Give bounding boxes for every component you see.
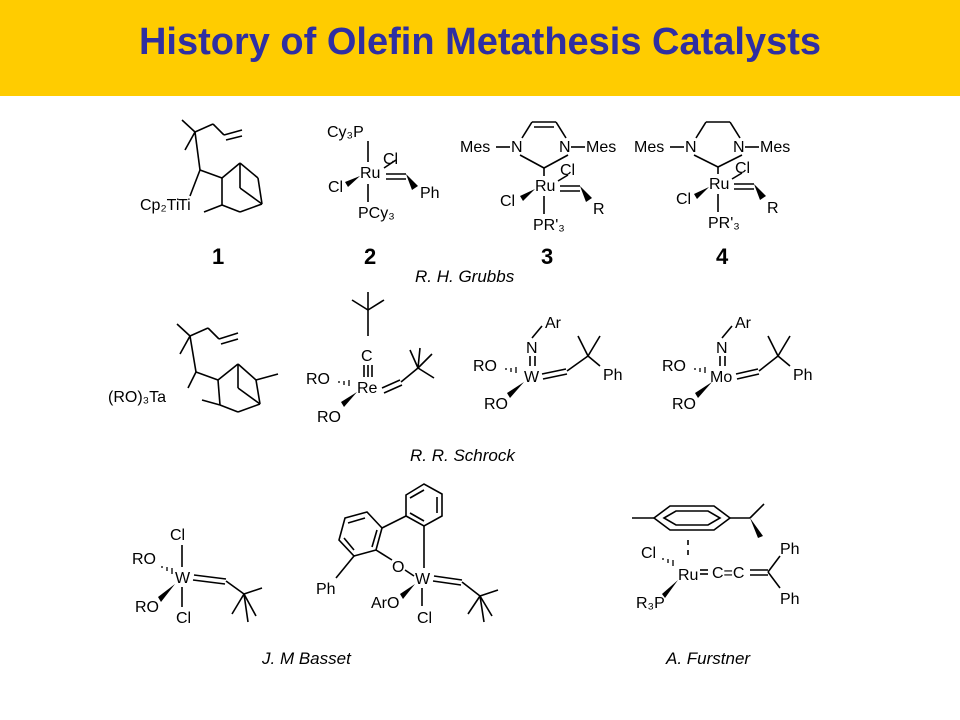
tungsten-label: W <box>415 571 431 588</box>
tungsten-label: W <box>524 369 540 386</box>
chloride-label: Cl <box>328 179 343 196</box>
chloride-label: Cl <box>735 160 750 177</box>
r-group-label: R <box>593 201 605 218</box>
cy3p-label: Cy₃P <box>327 124 364 141</box>
chloride-label: Cl <box>641 545 656 562</box>
cumulene-label: C=C <box>712 565 744 582</box>
ruthenium-label: Ru <box>535 178 555 195</box>
alkoxide-label: RO <box>662 358 686 375</box>
ruthenium-label: Ru <box>360 165 380 182</box>
chloride-label: Cl <box>383 151 398 168</box>
cp2ti-label: Cp₂Ti <box>140 197 179 214</box>
molybdenum-label: Mo <box>710 369 732 386</box>
ruthenium-allenylidene-structure: Ru Cl R₃P C=C Ph Ph <box>632 503 800 612</box>
rhenium-label: Re <box>357 380 378 397</box>
alkoxide-label: RO <box>306 371 330 388</box>
ruthenium-label: Ru <box>709 176 729 193</box>
phenyl-label: Ph <box>603 367 623 384</box>
phenyl-label: Ph <box>793 367 813 384</box>
tungsten-label: W <box>175 570 191 587</box>
catalyst-structures: Cp₂Ti Ti Cy₃P Ru Cl Cl Ph PCy₃ Mes N N M… <box>108 119 813 668</box>
compound-number: 4 <box>716 244 729 269</box>
nitrogen-label: N <box>733 139 745 156</box>
rhenium-compound-structure: C Re RO RO <box>306 292 435 426</box>
mesityl-label: Mes <box>460 139 490 156</box>
ro3ta-label: (RO)₃Ta <box>108 389 166 406</box>
chloride-label: Cl <box>170 527 185 544</box>
page-title: History of Olefin Metathesis Catalysts <box>138 21 822 63</box>
compound-number: 1 <box>212 244 224 269</box>
alkoxide-label: RO <box>135 599 159 616</box>
credit-schrock: R. R. Schrock <box>410 446 516 465</box>
chloride-label: Cl <box>417 610 432 627</box>
molybdenum-imido-structure: Ar N Mo RO RO Ph <box>662 315 813 413</box>
aryl-label: Ar <box>545 315 562 332</box>
aryl-label: Ar <box>735 315 752 332</box>
mesityl-label: Mes <box>634 139 664 156</box>
compound-4-structure: Mes N N Mes Ru Cl Cl R PR'₃ <box>634 121 790 232</box>
alkoxide-label: RO <box>132 551 156 568</box>
aryloxide-label: ArO <box>371 595 399 612</box>
phenyl-label: Ph <box>780 591 800 608</box>
nitrogen-label: N <box>526 340 538 357</box>
nitrogen-label: N <box>716 340 728 357</box>
ruthenium-label: Ru <box>678 567 698 584</box>
chloride-label: Cl <box>560 162 575 179</box>
phosphine-label: PR'₃ <box>533 217 565 234</box>
tungsten-imido-structure: Ar N W RO RO Ph <box>473 315 623 413</box>
carbon-label: C <box>361 348 373 365</box>
biphenyl-tungsten-structure: O Ph W ArO Cl <box>316 483 499 627</box>
mesityl-label: Mes <box>760 139 790 156</box>
oxygen-label: O <box>392 559 404 576</box>
phosphine-label: PR'₃ <box>708 215 740 232</box>
nitrogen-label: N <box>511 139 523 156</box>
alkoxide-label: RO <box>317 409 341 426</box>
compound-1-structure: Cp₂Ti Ti <box>140 119 263 214</box>
phosphine-label: R₃P <box>636 595 665 612</box>
credit-basset: J. M Basset <box>261 649 352 668</box>
phenyl-label: Ph <box>316 581 336 598</box>
alkoxide-label: RO <box>473 358 497 375</box>
nitrogen-label: N <box>559 139 571 156</box>
r-group-label: R <box>767 200 779 217</box>
titanium-label: Ti <box>178 197 191 214</box>
chloride-label: Cl <box>676 191 691 208</box>
phenyl-label: Ph <box>780 541 800 558</box>
alkoxide-label: RO <box>484 396 508 413</box>
chloride-label: Cl <box>500 193 515 210</box>
tantalum-compound-structure: (RO)₃Ta <box>108 323 279 413</box>
title-banner: History of Olefin Metathesis Catalysts <box>0 0 960 96</box>
credit-grubbs: R. H. Grubbs <box>415 267 515 286</box>
tungsten-dichloride-structure: Cl W RO RO Cl <box>132 527 263 627</box>
credit-furstner: A. Furstner <box>665 649 751 668</box>
compound-number: 3 <box>541 244 553 269</box>
compound-number: 2 <box>364 244 376 269</box>
phenyl-label: Ph <box>420 185 440 202</box>
compound-2-structure: Cy₃P Ru Cl Cl Ph PCy₃ <box>327 124 440 222</box>
chloride-label: Cl <box>176 610 191 627</box>
compound-3-structure: Mes N N Mes Ru Cl Cl R PR'₃ <box>460 121 616 234</box>
mesityl-label: Mes <box>586 139 616 156</box>
nitrogen-label: N <box>685 139 697 156</box>
alkoxide-label: RO <box>672 396 696 413</box>
pcy3-label: PCy₃ <box>358 205 395 222</box>
